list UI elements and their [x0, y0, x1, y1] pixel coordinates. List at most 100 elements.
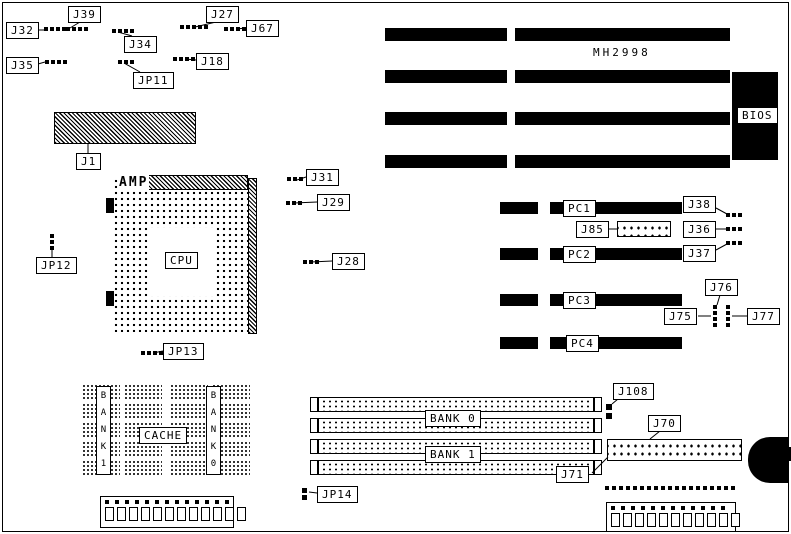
io-row-pins-12: [689, 486, 693, 490]
cache-chip-0-1-0: [124, 384, 162, 399]
j27-pins: [180, 25, 208, 29]
bottom-right-header-pin-4: [651, 506, 655, 510]
j108-pins: [606, 404, 612, 419]
keyboard-connector-tab: [786, 447, 791, 461]
simm-socket-3-tab-left: [310, 460, 318, 475]
j31-pins-1: [293, 177, 297, 181]
j32-pins-0: [44, 27, 48, 31]
jp12-pins-2: [50, 246, 54, 250]
label-j29: J29: [317, 194, 350, 211]
bottom-left-header-pin-1: [115, 500, 119, 504]
io-row-pins-18: [731, 486, 735, 490]
label-j36: J36: [683, 221, 716, 238]
simm-socket-1-tab-left: [310, 418, 318, 433]
j31-pins: [287, 177, 303, 181]
label-j75: J75: [664, 308, 697, 325]
j39-pins-1: [72, 27, 76, 31]
jp12-pins-1: [50, 240, 54, 244]
io-row-pins-13: [696, 486, 700, 490]
j39-pins: [66, 27, 88, 31]
jp13-pins-2: [153, 351, 157, 355]
j32-pins-2: [56, 27, 60, 31]
io-row-pins-15: [710, 486, 714, 490]
io-row-pins: [605, 486, 735, 490]
label-jp12: JP12: [36, 257, 77, 274]
cpu-socket-bar-right: [248, 178, 257, 334]
bottom-right-header-pin-1: [621, 506, 625, 510]
j85-connector: [617, 221, 671, 237]
label-j85: J85: [576, 221, 609, 238]
j76-pins-a: [713, 305, 717, 327]
bottom-left-header-slot-10: [225, 507, 234, 521]
jp13-pins-0: [141, 351, 145, 355]
bottom-left-header-pin-0: [105, 500, 109, 504]
label-j27: J27: [206, 6, 239, 23]
label-bios: BIOS: [737, 107, 778, 124]
bottom-left-header-slot-5: [165, 507, 174, 521]
cache-chip-1-0-0: [170, 384, 208, 399]
bottom-right-header-slot-2: [635, 513, 644, 527]
j67-pins-2: [236, 27, 240, 31]
bottom-left-header-pin-8: [185, 500, 189, 504]
bottom-right-header-pin-10: [711, 506, 715, 510]
label-simm-bank0: BANK 0: [425, 410, 481, 427]
cache-chip-1-1-2: [212, 422, 250, 437]
cache-chip-1-0-3: [170, 441, 208, 456]
j37-pins: [726, 241, 742, 245]
jp14-pins-0: [302, 488, 307, 493]
j18-pins: [173, 57, 195, 61]
j32-pins-3: [62, 27, 66, 31]
label-j35: J35: [6, 57, 39, 74]
isa-slot-segment-6: [385, 155, 507, 168]
label-pc3: PC3: [563, 292, 596, 309]
pc2-slot-key: [538, 248, 550, 260]
io-row-pins-10: [675, 486, 679, 490]
bottom-right-header-pin-5: [661, 506, 665, 510]
j27-pins-1: [186, 25, 190, 29]
io-row-pins-5: [640, 486, 644, 490]
cache-chip-1-1-4: [212, 460, 250, 475]
j36-pins-1: [732, 227, 736, 231]
j67-pins-0: [224, 27, 228, 31]
pc1-slot-key: [538, 202, 550, 214]
bottom-left-header-pin-4: [145, 500, 149, 504]
jp13-pins-1: [147, 351, 151, 355]
cache-chip-1-1-1: [212, 403, 250, 418]
j37-pins-0: [726, 241, 730, 245]
bottom-right-header: [606, 502, 740, 532]
j27-pins-4: [204, 25, 208, 29]
j18-pins-0: [173, 57, 177, 61]
bottom-left-header-pin-5: [155, 500, 159, 504]
label-cpu: CPU: [165, 252, 198, 269]
label-j1: J1: [76, 153, 102, 170]
label-j34: J34: [124, 36, 157, 53]
bottom-right-header-slot-5: [671, 513, 680, 527]
bottom-left-header-slot-2: [129, 507, 138, 521]
j27-pins-0: [180, 25, 184, 29]
label-j18: J18: [196, 53, 229, 70]
simm-socket-0-tab-left: [310, 397, 318, 412]
jp13-pins: [141, 351, 163, 355]
j76-pins-a-0: [713, 305, 717, 309]
j35-pins: [45, 60, 67, 64]
label-j39: J39: [68, 6, 101, 23]
bottom-right-header-slot-3: [647, 513, 656, 527]
bottom-left-header-slot-6: [177, 507, 186, 521]
bottom-right-header-slot-8: [707, 513, 716, 527]
bottom-right-header-pin-9: [701, 506, 705, 510]
io-row-pins-11: [682, 486, 686, 490]
bottom-left-header-pin-3: [135, 500, 139, 504]
cache-chip-1-1-0: [212, 384, 250, 399]
io-row-pins-4: [633, 486, 637, 490]
bottom-left-header-slot-7: [189, 507, 198, 521]
pc4-slot-key: [538, 337, 550, 349]
label-cache-bank0: B A N K 0: [206, 386, 221, 475]
bottom-left-header-pin-row: [105, 500, 229, 504]
bottom-left-header-slot-row: [105, 507, 246, 521]
label-jp14: JP14: [317, 486, 358, 503]
isa-slot-segment-1: [515, 28, 730, 41]
bottom-left-header-slot-11: [237, 507, 246, 521]
j35-pins-1: [51, 60, 55, 64]
